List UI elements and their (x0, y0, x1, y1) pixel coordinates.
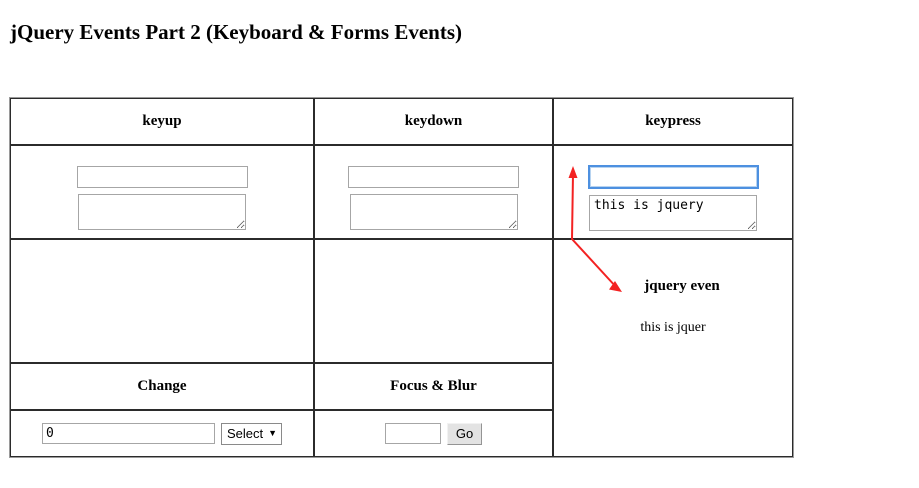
cell-keydown-inputs (314, 145, 553, 239)
page-title: jQuery Events Part 2 (Keyboard & Forms E… (10, 20, 463, 44)
change-select-label: Select (226, 426, 264, 441)
header-cell-keypress: keypress (553, 98, 793, 145)
keyup-textarea[interactable] (78, 193, 246, 230)
header-cell-keydown: keydown (314, 98, 553, 145)
keypress-textarea[interactable]: this is jquery (589, 194, 757, 231)
change-select-dropdown[interactable]: Select ▼ (220, 422, 283, 445)
keyup-input-stack (11, 155, 313, 230)
keyup-text-input[interactable] (76, 165, 248, 188)
events-table: keyup keydown keypress this is j (9, 97, 794, 458)
keypress-input-stack: this is jquery (554, 154, 792, 231)
keydown-text-input[interactable] (348, 165, 519, 188)
cell-focus-blur-form: Go (314, 410, 553, 457)
cell-keyup-output (10, 239, 314, 363)
keydown-input-stack (315, 155, 552, 230)
cell-keypress-output: jquery even this is jquer (553, 239, 793, 457)
keypress-text-input[interactable] (587, 164, 759, 189)
go-button[interactable]: Go (446, 422, 483, 445)
table-row-forms: Select ▼ Go (10, 410, 793, 457)
change-text-input[interactable] (41, 423, 215, 444)
cell-keyup-inputs (10, 145, 314, 239)
chevron-down-icon: ▼ (268, 428, 278, 438)
header-cell-change: Change (10, 363, 314, 410)
change-form-line: Select ▼ (11, 411, 313, 456)
cell-keydown-output (314, 239, 553, 363)
keypress-output-text: this is jquer (640, 320, 706, 335)
cell-keypress-inputs: this is jquery (553, 145, 793, 239)
header-cell-focus-blur: Focus & Blur (314, 363, 553, 410)
focus-blur-form-line: Go (315, 411, 552, 456)
table-header-row-keyboard: keyup keydown keypress (10, 98, 793, 145)
table-row-inputs: this is jquery (10, 145, 793, 239)
keydown-textarea[interactable] (349, 193, 518, 230)
table-row-output: jquery even this is jquer (10, 239, 793, 457)
focus-blur-text-input[interactable] (384, 423, 441, 444)
table-header-row-forms: Change Focus & Blur (10, 363, 793, 410)
keypress-output-title: jquery even (644, 278, 720, 294)
header-cell-keyup: keyup (10, 98, 314, 145)
cell-change-form: Select ▼ (10, 410, 314, 457)
